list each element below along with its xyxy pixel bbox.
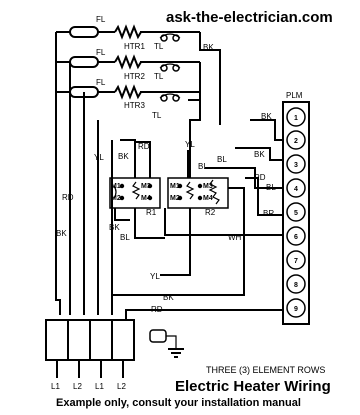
limit-label-1: TL (154, 42, 164, 51)
wire-label-yl-left: YL (94, 153, 104, 162)
heater-label-1: HTR1 (124, 42, 145, 51)
plm-term-label-1: 1 (294, 115, 298, 122)
plm-term-label-8: 8 (294, 282, 298, 289)
thermal-limit-2 (159, 63, 181, 69)
wire-label-bl-a: BL (198, 162, 208, 171)
heater-row-3 (56, 84, 200, 102)
plm-terminal-7 (286, 250, 306, 270)
wire-label-bk-relay1: BK (118, 152, 129, 161)
power-input-l2-a: L2 (73, 382, 82, 391)
wire-bk-relay-low (114, 208, 130, 221)
r1-term-m1: M1 (111, 183, 121, 190)
plm-label: PLM (286, 91, 303, 100)
wire-label-bl-low: BL (120, 233, 130, 242)
heater-coil-3 (114, 84, 142, 100)
heater-row-2 (56, 54, 200, 72)
r2-term-m3: M3 (203, 183, 213, 190)
power-terminal-block (45, 319, 135, 378)
wire-label-rd-relay1: RD (138, 142, 150, 151)
plm-term-label-7: 7 (294, 258, 298, 265)
plm-term-label-9: 9 (294, 306, 298, 313)
wire-label-bk-top: BK (203, 43, 214, 52)
ground-icon (149, 329, 184, 358)
power-input-l1-a: L1 (51, 382, 60, 391)
plm-terminal-5 (286, 202, 306, 222)
relay-r2-label: R2 (205, 208, 216, 217)
rows-note: THREE (3) ELEMENT ROWS (206, 365, 325, 375)
wire-br-plm (245, 177, 283, 216)
diagram-subtitle: Example only, consult your installation … (56, 397, 301, 409)
wire-bk-plm2 (250, 119, 283, 141)
site-name: ask-the-electrician.com (166, 9, 333, 26)
wire-label-bk-low: BK (163, 293, 174, 302)
plm-terminal-4 (286, 178, 306, 198)
wire-label-bl-c: BL (217, 155, 227, 164)
plm-terminal-2 (286, 130, 306, 150)
wire-label-br: BR (263, 209, 274, 218)
relay-r2 (167, 177, 229, 209)
relay-r1-label: R1 (146, 208, 157, 217)
r2-term-m2: M2 (170, 195, 180, 202)
wire-bl-relay-low (134, 208, 165, 239)
wire-row3-out (188, 92, 201, 101)
r1-term-m4: M4 (141, 195, 151, 202)
wire-label-bk-left: BK (56, 229, 67, 238)
r2-term-m4: M4 (203, 195, 213, 202)
heater-label-3: HTR3 (124, 101, 145, 110)
fuse-link-1 (69, 26, 99, 38)
heater-coil-2 (114, 54, 142, 70)
wire-label-yl-top: YL (185, 140, 195, 149)
fuse-label-1: FL (96, 15, 106, 24)
wire-rd-low (125, 300, 284, 325)
heater-label-2: HTR2 (124, 72, 145, 81)
plm-terminal-1 (286, 107, 306, 127)
wire-yl-low (160, 208, 191, 276)
r1-term-m2: M2 (111, 195, 121, 202)
wire-label-bl-b: BL (266, 183, 276, 192)
plm-terminal-3 (286, 154, 306, 174)
limit-label-3: TL (152, 111, 162, 120)
power-input-l2-b: L2 (117, 382, 126, 391)
plm-terminal-9 (286, 298, 306, 318)
plm-terminal-6 (286, 226, 306, 246)
wire-label-bk-relay-low: BK (109, 223, 120, 232)
plm-strip (282, 101, 310, 325)
limit-label-2: TL (154, 72, 164, 81)
wire-bk-relay1 (120, 139, 136, 178)
plm-term-label-3: 3 (294, 162, 298, 169)
thermal-limit-1 (159, 33, 181, 39)
wire-label-wh: WH (228, 233, 242, 242)
power-input-l1-b: L1 (95, 382, 104, 391)
wire-rd-relay1 (135, 141, 151, 178)
wire-bk-left (55, 32, 61, 315)
wire-label-rd-left: RD (62, 193, 74, 202)
diagram-title: Electric Heater Wiring (175, 378, 331, 395)
fuse-label-2: FL (96, 48, 106, 57)
thermal-limit-3 (159, 93, 181, 99)
r2-term-m1: M1 (170, 183, 180, 190)
wire-label-bk-upper: BK (261, 112, 272, 121)
wire-bk-low (112, 187, 245, 296)
fuse-link-2 (69, 56, 99, 68)
wire-bk-top (199, 32, 221, 125)
wire-label-rd-low: RD (151, 305, 163, 314)
heater-coil-1 (114, 24, 142, 40)
wire-bk-plm3 (235, 147, 283, 161)
plm-terminal-8 (286, 274, 306, 294)
fuse-label-3: FL (96, 78, 106, 87)
wire-bk-row2 (189, 62, 201, 178)
wire-label-yl-low: YL (150, 272, 160, 281)
plm-term-label-5: 5 (294, 210, 298, 217)
wire-label-rd-right: RD (254, 173, 266, 182)
r1-term-m3: M3 (141, 183, 151, 190)
plm-term-label-2: 2 (294, 138, 298, 145)
plm-term-label-4: 4 (294, 186, 298, 193)
heater-row-1 (56, 24, 200, 42)
plm-term-label-6: 6 (294, 234, 298, 241)
wire-label-bk-plm: BK (254, 150, 265, 159)
relay-r2-box (167, 177, 229, 209)
